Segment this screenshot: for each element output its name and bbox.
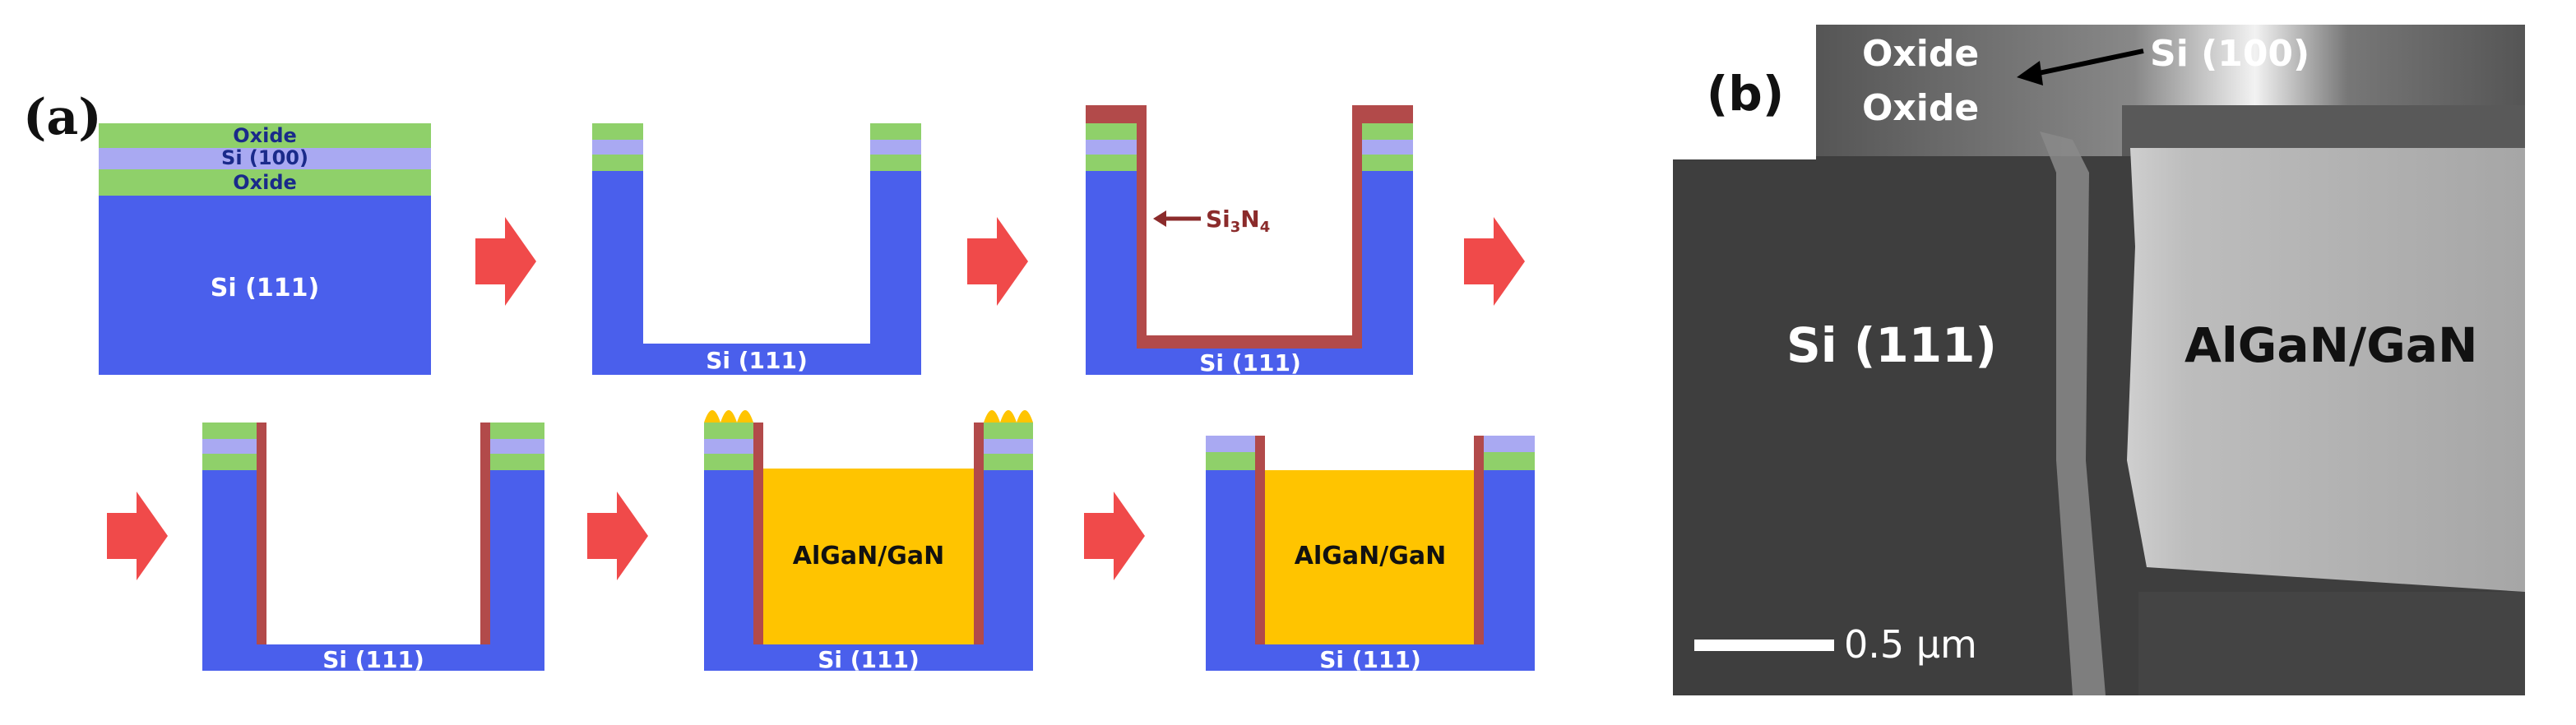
panel-a-label: (a) <box>23 89 102 146</box>
label-trench-floor-5: Si (111) <box>818 646 920 673</box>
label-oxide-bottom: Oxide <box>233 171 297 194</box>
process-arrow-1 <box>475 217 536 306</box>
label-trench-floor-6: Si (111) <box>1319 646 1421 673</box>
step-1-initial-stack: Oxide Si (100) Oxide Si (111) <box>99 123 431 375</box>
label-nitride: Si3N4 <box>1206 205 1270 236</box>
step-5-growth: AlGaN/GaN Si (111) <box>704 410 1033 673</box>
step-3-nitride: Si (111) Si3N4 <box>1086 105 1413 376</box>
process-arrow-2 <box>967 217 1028 306</box>
sem-label-oxide-1: Oxide <box>1862 33 1979 75</box>
label-si111: Si (111) <box>211 274 319 302</box>
process-arrow-3 <box>1464 217 1525 306</box>
scale-bar <box>1694 640 1834 651</box>
step-4-bottom-etch: Si (111) <box>202 423 544 673</box>
panel-b-label: (b) <box>1707 66 1785 122</box>
process-arrow-4 <box>107 492 168 580</box>
sem-label-oxide-2: Oxide <box>1862 87 1979 129</box>
process-arrow-6 <box>1084 492 1145 580</box>
step-2-trench-etch: Si (111) <box>592 123 921 375</box>
sem-image: (b) Oxide Oxide Si (100) s Si (111) AlGa… <box>1673 25 2558 695</box>
process-arrow-5 <box>587 492 648 580</box>
sem-corner-char: s <box>2545 44 2558 72</box>
label-fill-6: AlGaN/GaN <box>1295 542 1446 570</box>
sem-label-si100: Si (100) <box>2150 33 2310 75</box>
label-trench-floor-4: Si (111) <box>322 646 424 673</box>
sem-label-si111: Si (111) <box>1786 317 1997 373</box>
step-6-planarize: AlGaN/GaN Si (111) <box>1206 436 1535 673</box>
scale-bar-label: 0.5 µm <box>1844 622 1977 667</box>
sem-label-algan: AlGaN/GaN <box>2185 317 2478 373</box>
label-oxide-top: Oxide <box>233 124 297 147</box>
label-si100: Si (100) <box>221 146 308 169</box>
label-trench-floor-3: Si (111) <box>1199 349 1301 376</box>
label-fill-5: AlGaN/GaN <box>793 542 944 570</box>
label-trench-floor-2: Si (111) <box>706 347 808 374</box>
sem-pointer-arrow <box>2034 48 2144 76</box>
